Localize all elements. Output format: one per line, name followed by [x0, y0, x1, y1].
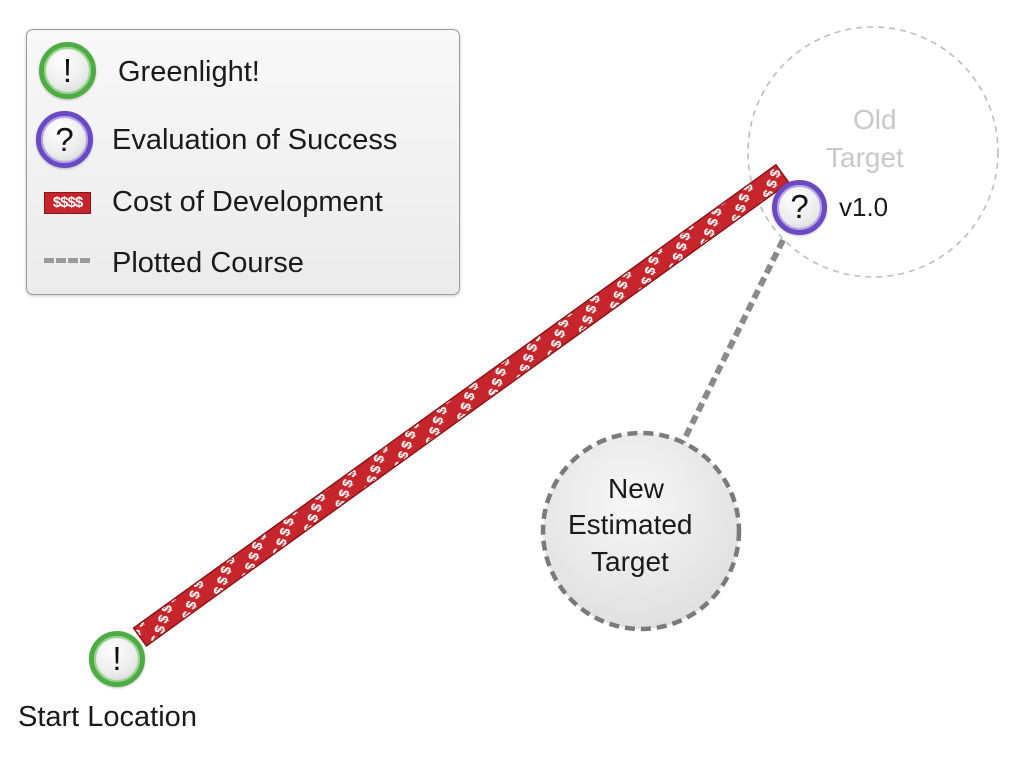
plotted-course-line: [680, 238, 786, 444]
legend-course-swatch: [44, 258, 90, 263]
legend-course-label: Plotted Course: [112, 247, 304, 279]
old-target-label-line1: Old: [853, 104, 897, 135]
legend-greenlight-label: Greenlight!: [118, 56, 260, 88]
legend-panel: ! Greenlight! ? Evaluation of Success $$…: [26, 29, 460, 295]
checkpoint-version-label: v1.0: [839, 192, 889, 222]
new-target-circle: [540, 430, 742, 632]
cost-of-development-strip: [132, 163, 790, 647]
start-greenlight-icon: !: [89, 631, 145, 687]
legend-evaluation-icon: ?: [36, 111, 93, 168]
legend-greenlight-icon: !: [39, 42, 96, 99]
checkpoint-question-icon: ?: [772, 180, 827, 235]
new-target-label-line3: Target: [591, 546, 669, 577]
legend-cost-swatch: $$$$: [44, 192, 91, 214]
legend-cost-label: Cost of Development: [112, 186, 383, 218]
old-target-label-line2: Target: [826, 142, 904, 173]
new-target-label-line2: Estimated: [568, 509, 693, 540]
start-location-label: Start Location: [18, 701, 197, 733]
legend-evaluation-label: Evaluation of Success: [112, 124, 398, 156]
new-target-label-line1: New: [608, 473, 665, 504]
